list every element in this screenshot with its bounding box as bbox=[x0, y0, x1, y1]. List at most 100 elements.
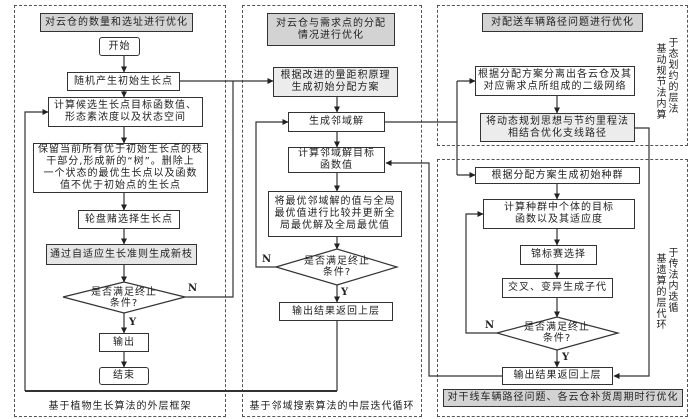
side-label-char: 法 bbox=[656, 88, 667, 99]
side-label-char: 循 bbox=[668, 303, 679, 314]
evaluate-neighbor-node: 计算邻域解目标 函数值 bbox=[288, 147, 385, 173]
middle-layer-panel bbox=[242, 5, 422, 417]
evaluate-line: 计算邻域解目标 bbox=[298, 148, 375, 159]
middle-no-label: N bbox=[262, 254, 272, 265]
outer-no-loop bbox=[185, 81, 234, 298]
side-label-col-left: 基遗算的层代环 bbox=[656, 254, 667, 331]
start-text: 开始 bbox=[108, 40, 131, 52]
side-label-char: 环 bbox=[656, 320, 667, 331]
side-label-char: 划 bbox=[668, 60, 679, 71]
separate-network-node: 根据分配方案分离出各云仓及其 对应需求点所组成的二级网络 bbox=[475, 66, 635, 96]
outer-decision-text: 是否满足终止 条件? bbox=[84, 285, 164, 311]
outer-no-label: N bbox=[188, 283, 198, 294]
side-label-col-left: 基动规节法内算 bbox=[656, 44, 667, 121]
neighbor-text: 生成邻域解 bbox=[309, 116, 364, 127]
trunk-route-title-text: 对干线车辆路径问题、各云仓补货周期时行优化 bbox=[447, 392, 679, 403]
side-label-char: 规 bbox=[656, 66, 667, 77]
retain-line: 保留当前所有优于初始生长点的枝 bbox=[38, 144, 203, 155]
init-growth-point-node: 随机产生初始生长点 bbox=[67, 72, 180, 91]
fitness-line: 函数以及其适应度 bbox=[515, 214, 603, 225]
retain-line: 值不优于初始点的生长点 bbox=[60, 180, 181, 191]
compute-line: 计算候选生长点目标函数值、 bbox=[54, 100, 197, 111]
tournament-text: 锦标赛选择 bbox=[531, 249, 586, 260]
ga-no-label: N bbox=[485, 320, 495, 331]
side-label-char: 法 bbox=[668, 270, 679, 281]
side-label-char: 遗 bbox=[656, 265, 667, 276]
dp-side-label: 基动规节法内算 于态划约的层法 bbox=[656, 38, 679, 121]
ga-decision-diamond bbox=[494, 316, 621, 351]
retain-line: 干部分,形成新的“树”。删除上 bbox=[46, 156, 195, 167]
side-label-char: 节 bbox=[656, 77, 667, 88]
side-label-col-right: 于传法内迭循 bbox=[668, 248, 679, 331]
outer-layer-panel bbox=[14, 5, 226, 417]
ga-no-loop bbox=[465, 211, 497, 334]
middle-decision-diamond bbox=[273, 248, 400, 286]
side-label-char: 于 bbox=[668, 248, 679, 259]
retain-line: 一个状态的最优生长点以及函数 bbox=[43, 168, 198, 179]
side-label-char: 代 bbox=[656, 309, 667, 320]
side-label-char: 态 bbox=[668, 49, 679, 60]
side-label-char: 法 bbox=[668, 104, 679, 115]
dp-optimize-node: 将动态规划思想与节约里程法 相结合优化支线路径 bbox=[480, 113, 635, 142]
middle-output-text: 输出结果返回上层 bbox=[292, 305, 380, 317]
dp-title: 对配送车辆路径问题进行优化 bbox=[482, 13, 643, 32]
end-text: 结束 bbox=[113, 370, 135, 381]
side-label-char: 内 bbox=[668, 281, 679, 292]
evaluate-line: 函数值 bbox=[320, 160, 353, 171]
crossover-node: 交叉、变异生成子代 bbox=[502, 278, 613, 298]
compare-line: 最优值进行比较并更新全 bbox=[274, 208, 396, 219]
middle-yes-label: Y bbox=[341, 287, 349, 298]
dp-optimize-line: 相结合优化支线路径 bbox=[508, 127, 607, 139]
middle-output-node: 输出结果返回上层 bbox=[279, 302, 393, 321]
ga-side-label: 基遗算的层代环 于传法内迭循 bbox=[656, 248, 679, 331]
middle-title-line: 对云仓与需求点的分配 bbox=[276, 17, 386, 29]
outer-caption: 基于植物生长算法的外层框架 bbox=[48, 401, 192, 412]
side-label-char: 于 bbox=[668, 38, 679, 49]
side-label-char: 基 bbox=[656, 44, 667, 55]
inner-dp-panel bbox=[437, 5, 688, 146]
outer-title-text: 对云仓的数量和选址进行优化 bbox=[45, 16, 188, 28]
init-plan-line: 生成初始分配方案 bbox=[291, 82, 380, 93]
side-label-char: 基 bbox=[656, 254, 667, 265]
side-label-char: 迭 bbox=[668, 292, 679, 303]
compare-line: 将最优邻域解的值与全局 bbox=[274, 196, 396, 207]
inner-return-to-evaluate bbox=[385, 160, 502, 377]
init-plan-line: 根据改进的量距积原理 bbox=[280, 70, 391, 81]
side-label-char: 的 bbox=[668, 82, 679, 93]
retain-branches-node: 保留当前所有优于初始生长点的枝 干部分,形成新的“树”。删除上 一个状态的最优生… bbox=[33, 143, 208, 193]
roulette-node: 轮盘赌选择生长点 bbox=[78, 210, 180, 229]
ga-decision-text: 是否满足终止 条件? bbox=[517, 320, 597, 346]
crossover-text: 交叉、变异生成子代 bbox=[508, 282, 607, 293]
end-node: 结束 bbox=[99, 367, 149, 385]
init-text: 随机产生初始生长点 bbox=[74, 75, 173, 87]
outer-yes-label: Y bbox=[129, 317, 137, 328]
init-population-text: 根据分配方案生成初始种群 bbox=[491, 169, 624, 181]
dp-to-inner-output bbox=[613, 127, 650, 379]
fitness-node: 计算种群中个体的目标 函数以及其适应度 bbox=[483, 199, 635, 229]
fitness-line: 计算种群中个体的目标 bbox=[504, 202, 614, 213]
compare-update-node: 将最优邻域解的值与全局 最优值进行比较并更新全 局最优解及全局最优值 bbox=[268, 191, 402, 237]
middle-title: 对云仓与需求点的分配 情况进行优化 bbox=[267, 13, 395, 46]
separate-line: 对应需求点所组成的二级网络 bbox=[483, 81, 627, 92]
side-label-char: 内 bbox=[656, 99, 667, 110]
init-plan-node: 根据改进的量距积原理 生成初始分配方案 bbox=[273, 67, 398, 97]
side-label-char: 算 bbox=[656, 276, 667, 287]
new-branch-node: 通过自适应生长准则生成新枝 bbox=[46, 244, 197, 265]
separate-line: 根据分配方案分离出各云仓及其 bbox=[478, 69, 632, 80]
middle-decision-text: 是否满足终止 条件? bbox=[297, 254, 377, 280]
ga-output-node: 输出结果返回上层 bbox=[502, 367, 613, 385]
side-label-char: 层 bbox=[656, 298, 667, 309]
ga-yes-label: Y bbox=[562, 352, 570, 363]
dp-optimize-line: 将动态规划思想与节约里程法 bbox=[486, 115, 629, 127]
side-label-char: 约 bbox=[668, 71, 679, 82]
trunk-route-title: 对干线车辆路径问题、各云仓补货周期时行优化 bbox=[443, 389, 683, 407]
decision-line: 是否满足终止 bbox=[304, 256, 370, 267]
side-label-char: 动 bbox=[656, 55, 667, 66]
start-node: 开始 bbox=[99, 37, 140, 56]
middle-title-line: 情况进行优化 bbox=[298, 29, 364, 41]
decision-line: 条件? bbox=[542, 333, 572, 344]
side-label-char: 传 bbox=[668, 259, 679, 270]
outer-title: 对云仓的数量和选址进行优化 bbox=[40, 13, 193, 32]
